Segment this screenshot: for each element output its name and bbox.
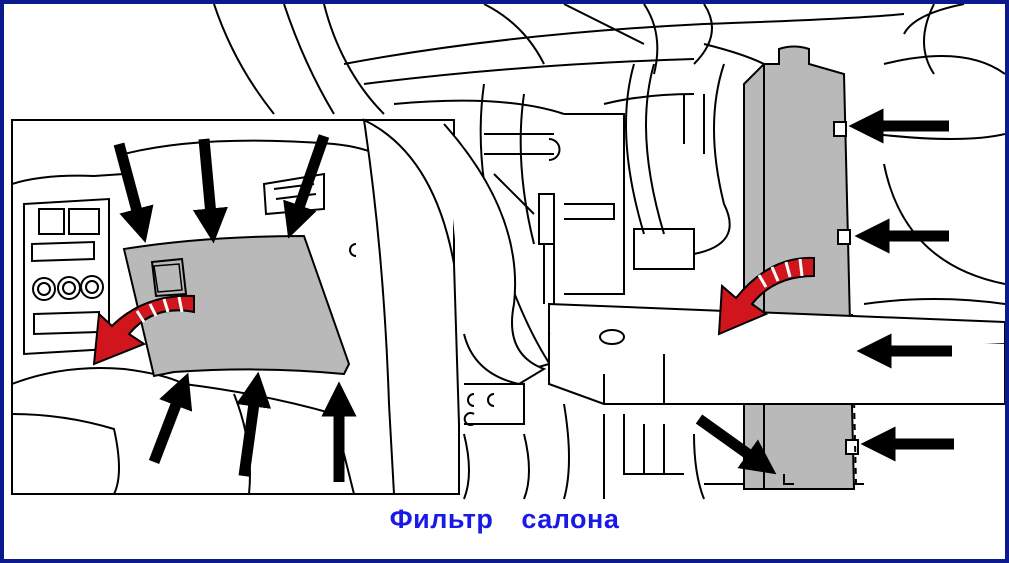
removal-arrow-left xyxy=(92,294,195,366)
push-arrow-icon xyxy=(236,371,272,477)
clip-arrows xyxy=(695,108,954,475)
clip-arrow-icon xyxy=(695,414,777,475)
illustration xyxy=(11,4,1005,500)
push-arrow-icon xyxy=(283,134,330,239)
push-arrow-icon xyxy=(113,142,154,243)
a-pillar xyxy=(362,118,547,495)
push-arrows xyxy=(113,134,357,482)
push-arrow-icon xyxy=(192,138,228,244)
removal-arrow-icon xyxy=(92,294,195,366)
push-arrow-icon xyxy=(148,372,193,464)
diagram-caption: Фильтр салона xyxy=(389,504,620,534)
removal-arrow-right xyxy=(717,256,815,336)
removal-arrow-icon xyxy=(717,256,815,336)
